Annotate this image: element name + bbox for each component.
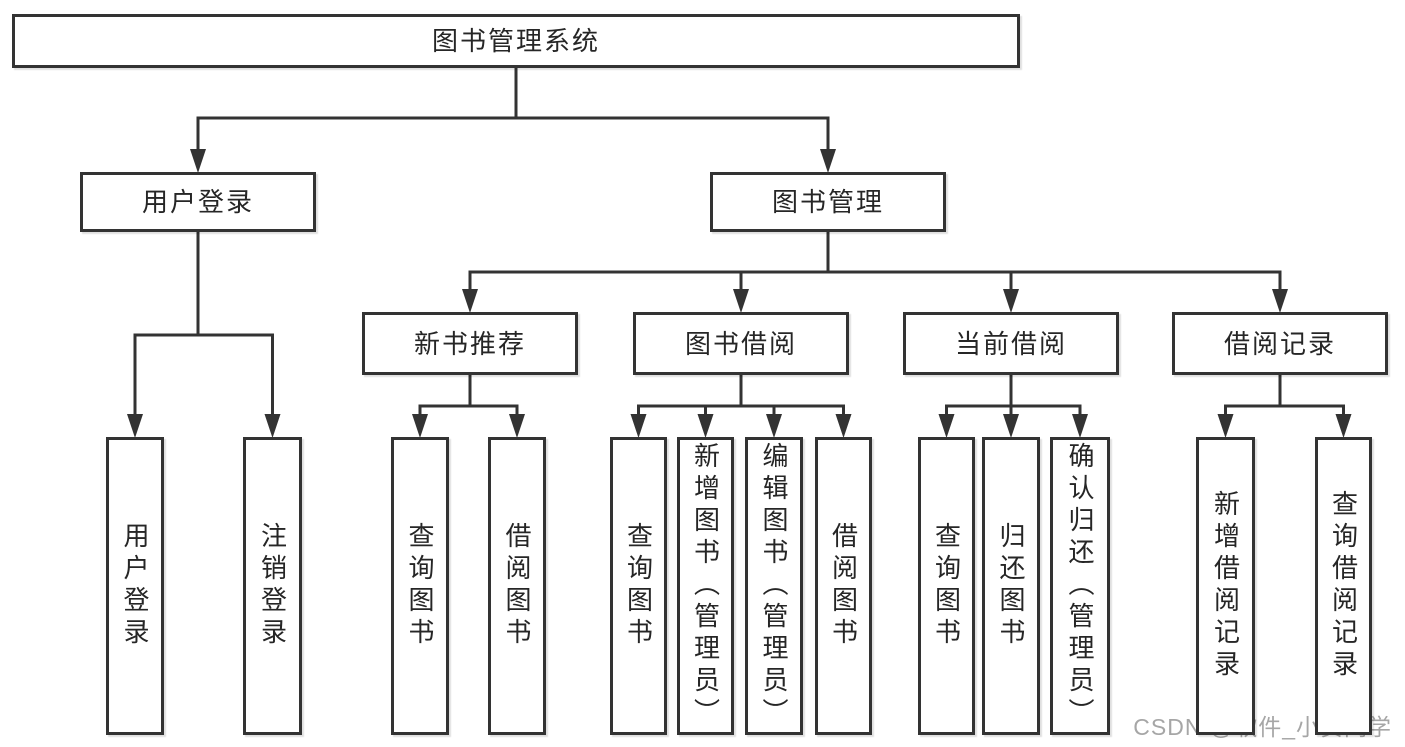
arrowhead-down-icon [412, 414, 428, 438]
node-root: 图书管理系统 [12, 14, 1020, 68]
arrowhead-down-icon [938, 414, 955, 438]
node-label-current-borrow: 当前借阅 [954, 328, 1067, 359]
node-label-leaf-add-book: 新增图书（管理员） [690, 442, 721, 730]
node-label-leaf-edit-book: 编辑图书（管理员） [759, 442, 789, 730]
node-leaf-return-book: 归还图书 [982, 437, 1040, 735]
arrowhead-down-icon [766, 414, 782, 438]
node-label-leaf-borrow-book-1: 借阅图书 [502, 522, 532, 650]
arrowhead-down-icon [127, 414, 143, 438]
arrowhead-down-icon [1272, 289, 1288, 313]
node-label-new-book-rec: 新书推荐 [413, 328, 526, 359]
node-label-leaf-borrow-book-2: 借阅图书 [828, 522, 859, 650]
node-label-leaf-return-book: 归还图书 [996, 522, 1026, 650]
arrowhead-down-icon [820, 149, 836, 173]
node-leaf-user-login: 用户登录 [106, 437, 164, 735]
arrowhead-down-icon [630, 414, 647, 438]
node-label-root: 图书管理系统 [431, 26, 600, 56]
node-label-leaf-query-book-2: 查询图书 [623, 522, 654, 650]
arrowhead-down-icon [835, 414, 852, 438]
arrowhead-down-icon [509, 414, 525, 438]
node-leaf-borrow-book-1: 借阅图书 [488, 437, 546, 735]
node-label-leaf-confirm-return: 确认归还（管理员） [1065, 442, 1095, 730]
node-new-book-rec: 新书推荐 [362, 312, 578, 375]
node-book-borrow: 图书借阅 [633, 312, 849, 375]
node-book-mgmt: 图书管理 [710, 172, 946, 232]
arrowhead-down-icon [1003, 414, 1019, 438]
node-leaf-confirm-return: 确认归还（管理员） [1050, 437, 1110, 735]
node-leaf-borrow-book-2: 借阅图书 [815, 437, 872, 735]
node-borrow-records: 借阅记录 [1172, 312, 1388, 375]
node-user-login: 用户登录 [80, 172, 316, 232]
node-label-borrow-records: 借阅记录 [1223, 328, 1336, 359]
node-leaf-query-book-2: 查询图书 [610, 437, 667, 735]
node-leaf-logout: 注销登录 [243, 437, 302, 735]
node-leaf-query-book-3: 查询图书 [918, 437, 975, 735]
node-label-leaf-query-book-1: 查询图书 [405, 522, 435, 650]
node-current-borrow: 当前借阅 [903, 312, 1119, 375]
node-leaf-add-record: 新增借阅记录 [1196, 437, 1255, 735]
node-label-leaf-query-record: 查询借阅记录 [1328, 490, 1359, 682]
node-label-leaf-add-record: 新增借阅记录 [1210, 490, 1241, 682]
node-leaf-query-book-1: 查询图书 [391, 437, 449, 735]
arrowhead-down-icon [190, 149, 206, 173]
node-leaf-add-book: 新增图书（管理员） [677, 437, 734, 735]
node-label-leaf-query-book-3: 查询图书 [931, 522, 962, 650]
arrowhead-down-icon [1217, 414, 1234, 438]
node-label-book-mgmt: 图书管理 [771, 187, 884, 217]
node-leaf-query-record: 查询借阅记录 [1315, 437, 1372, 735]
arrowhead-down-icon [697, 414, 714, 438]
arrowhead-down-icon [264, 414, 281, 438]
node-label-user-login: 用户登录 [141, 187, 254, 217]
arrowhead-down-icon [1072, 414, 1088, 438]
arrowhead-down-icon [462, 289, 478, 313]
arrowhead-down-icon [1003, 289, 1019, 313]
arrowhead-down-icon [1335, 414, 1352, 438]
node-label-leaf-user-login: 用户登录 [120, 522, 150, 650]
arrowhead-down-icon [733, 289, 749, 313]
node-label-book-borrow: 图书借阅 [684, 328, 797, 359]
node-leaf-edit-book: 编辑图书（管理员） [745, 437, 803, 735]
node-label-leaf-logout: 注销登录 [257, 522, 288, 650]
